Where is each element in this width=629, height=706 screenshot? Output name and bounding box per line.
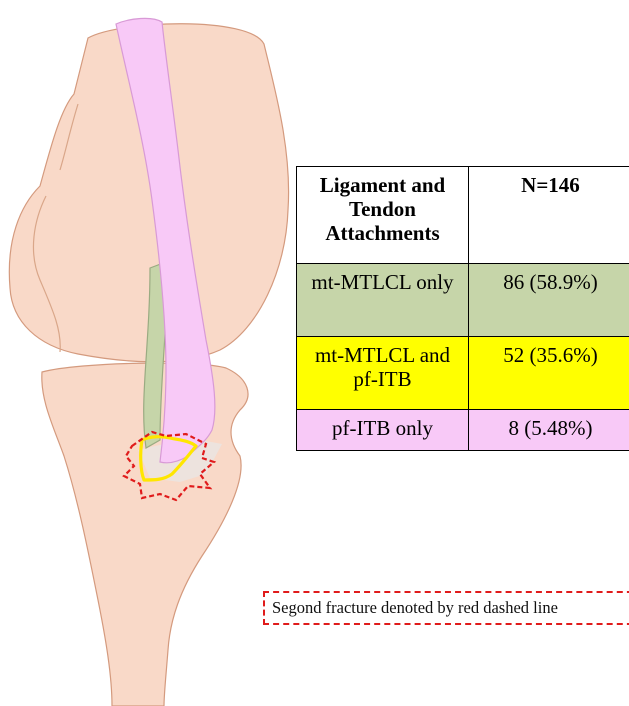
table-row: mt-MTLCL only 86 (58.9%) [297, 264, 629, 337]
row-label: mt-MTLCL only [297, 264, 469, 337]
attachments-table: Ligament and Tendon Attachments N=146 mt… [296, 166, 629, 451]
header-attachments: Ligament and Tendon Attachments [297, 167, 469, 264]
table-row: mt-MTLCL and pf-ITB 52 (35.6%) [297, 337, 629, 410]
header-n: N=146 [469, 167, 629, 264]
table-row: pf-ITB only 8 (5.48%) [297, 410, 629, 451]
row-value: 52 (35.6%) [469, 337, 629, 410]
table-header-row: Ligament and Tendon Attachments N=146 [297, 167, 629, 264]
row-value: 86 (58.9%) [469, 264, 629, 337]
legend-text: Segond fracture denoted by red dashed li… [272, 598, 558, 618]
row-label: pf-ITB only [297, 410, 469, 451]
row-value: 8 (5.48%) [469, 410, 629, 451]
row-label: mt-MTLCL and pf-ITB [297, 337, 469, 410]
